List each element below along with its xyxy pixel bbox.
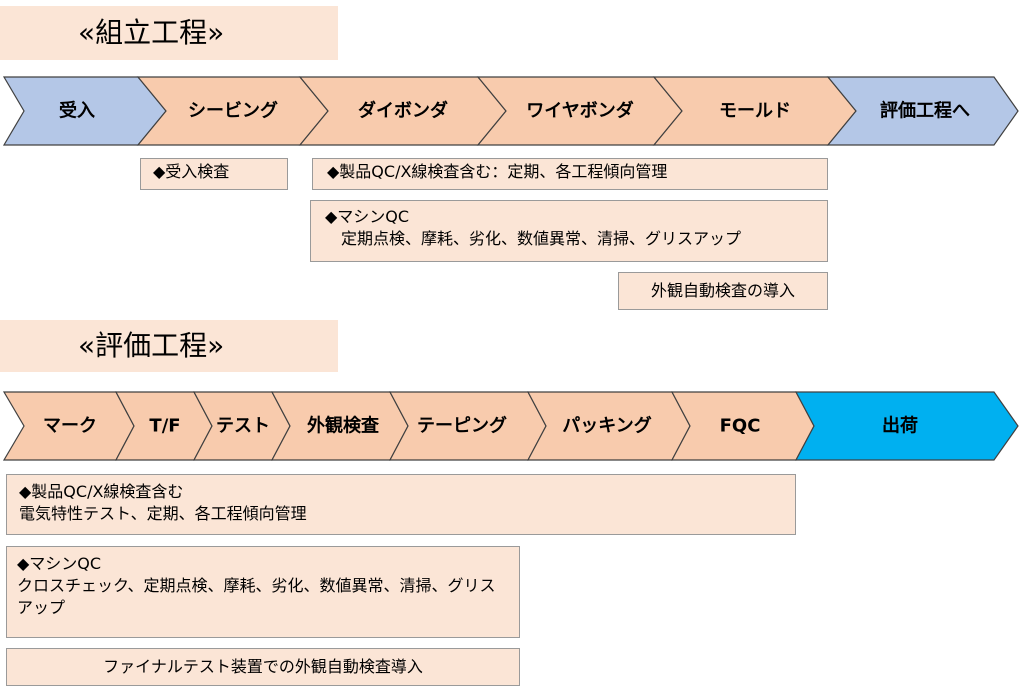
assembly-note-receive-inspection: ◆受入検査 [140, 158, 288, 190]
evaluation-step-0-label: マーク [43, 416, 97, 437]
assembly-step-2-label: ダイボンダ [358, 100, 448, 122]
evaluation-step-5[interactable]: パッキング [527, 391, 691, 461]
assembly-step-0[interactable]: 受入 [2, 76, 167, 146]
evaluation-step-6[interactable]: FQC [671, 391, 815, 461]
evaluation-step-4-label: テーピング [417, 415, 507, 437]
evaluation-section-title: «評価工程» [0, 320, 338, 372]
evaluation-step-0[interactable]: マーク [2, 391, 135, 461]
evaluation-step-1[interactable]: T/F [115, 391, 213, 461]
evaluation-note-machine-qc: ◆マシンQC クロスチェック、定期点検、摩耗、劣化、数値異常、清掃、グリスアップ [6, 546, 520, 638]
assembly-step-3-label: ワイヤボンダ [526, 100, 633, 122]
evaluation-step-1-label: T/F [149, 416, 180, 437]
evaluation-flow: マーク T/F テスト 外観検査 テーピング パッキング FQC 出荷 [2, 391, 1019, 461]
assembly-section-title: «組立工程» [0, 6, 338, 60]
assembly-step-1[interactable]: シービング [136, 76, 329, 146]
assembly-note-visual-auto: 外観自動検査の導入 [618, 272, 828, 310]
evaluation-step-7-shape [795, 391, 1019, 461]
evaluation-step-5-label: パッキング [562, 415, 651, 437]
evaluation-step-2-label: テスト [216, 416, 270, 437]
assembly-step-5-label: 評価工程へ [880, 100, 970, 122]
evaluation-step-3-label: 外観検査 [307, 415, 379, 437]
assembly-step-4[interactable]: モールド [652, 76, 857, 146]
evaluation-note-product-qc: ◆製品QC/X線検査含む 電気特性テスト、定期、各工程傾向管理 [6, 474, 796, 535]
assembly-step-2[interactable]: ダイボンダ [298, 76, 507, 146]
assembly-step-1-label: シービング [188, 100, 278, 122]
assembly-step-5-shape [826, 76, 1019, 146]
assembly-step-3[interactable]: ワイヤボンダ [476, 76, 683, 146]
evaluation-step-6-label: FQC [720, 416, 761, 437]
assembly-flow: 受入 シービング ダイボンダ ワイヤボンダ モールド 評価工程へ [2, 76, 1019, 146]
assembly-step-5[interactable]: 評価工程へ [826, 76, 1019, 146]
assembly-step-0-label: 受入 [59, 100, 95, 122]
evaluation-step-3[interactable]: 外観検査 [271, 391, 409, 461]
assembly-note-product-qc: ◆製品QC/X線検査含む：定期、各工程傾向管理 [312, 158, 828, 190]
evaluation-step-7-label: 出荷 [882, 415, 918, 437]
evaluation-note-final-test-visual: ファイナルテスト装置での外観自動検査導入 [6, 648, 520, 686]
evaluation-step-7[interactable]: 出荷 [795, 391, 1019, 461]
assembly-step-4-label: モールド [719, 101, 791, 122]
assembly-note-machine-qc: ◆マシンQC 定期点検、摩耗、劣化、数値異常、清掃、グリスアップ [310, 200, 828, 262]
evaluation-step-4[interactable]: テーピング [389, 391, 547, 461]
evaluation-step-2[interactable]: テスト [193, 391, 291, 461]
